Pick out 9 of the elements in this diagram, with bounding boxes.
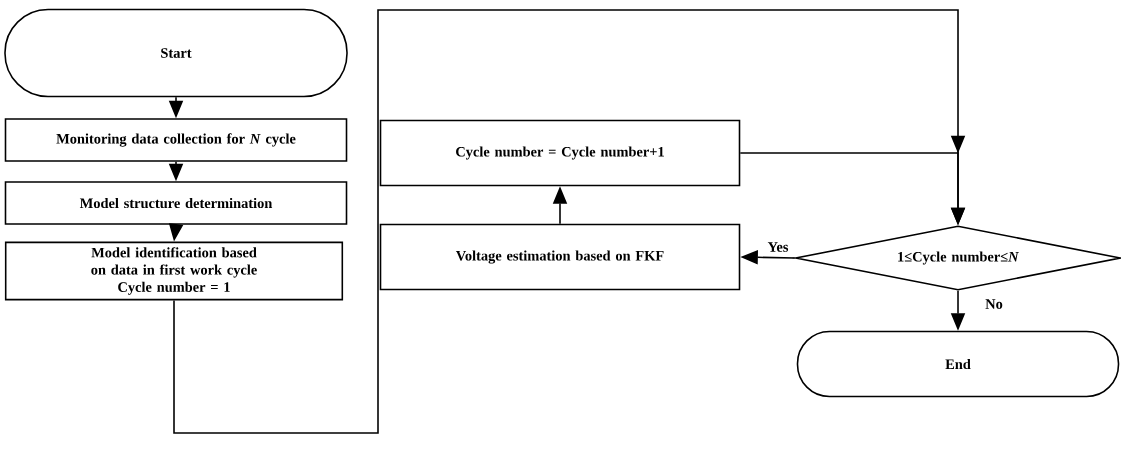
process-box: Voltage estimation based on FKF	[379, 223, 741, 291]
process-box: Model identification based on data in first work cycle Cycle number = 1	[4, 241, 344, 301]
process-box: Cycle number = Cycle number+1	[379, 119, 741, 187]
process-box: Monitoring data collection for N cycle	[4, 118, 348, 162]
edge-label: Yes	[765, 240, 791, 254]
edge-label: No	[983, 297, 1005, 311]
terminal-box: End	[796, 330, 1120, 398]
terminal-box: Start	[4, 8, 348, 98]
process-box: Model structure determination	[4, 181, 348, 225]
